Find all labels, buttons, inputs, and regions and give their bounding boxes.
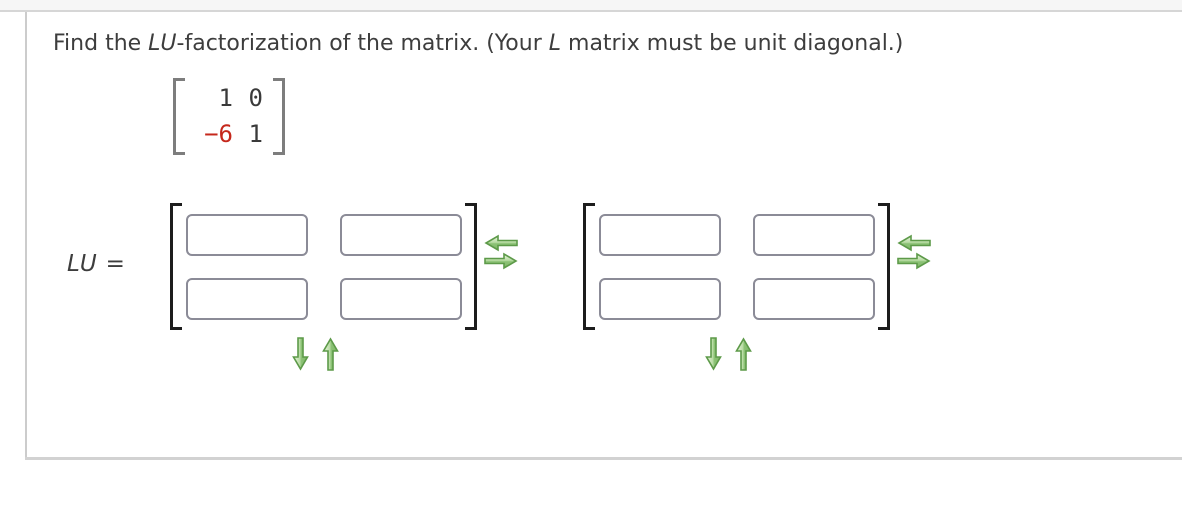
left-bracket bbox=[173, 78, 185, 155]
remove-row-button[interactable] bbox=[735, 337, 752, 371]
left-arrow-icon bbox=[484, 234, 518, 252]
statement-l-italic: L bbox=[548, 31, 562, 56]
right-bracket bbox=[878, 203, 890, 330]
answer-lhs-label: LU = bbox=[67, 251, 125, 277]
matrix-cell-input-r2c2[interactable] bbox=[340, 278, 462, 320]
top-strip bbox=[0, 0, 1182, 10]
matrix-cell-input-r2c2[interactable] bbox=[753, 278, 875, 320]
matrix-cell-input-r2c1[interactable] bbox=[186, 278, 308, 320]
given-matrix-entries: 1 0 −6 1 bbox=[189, 80, 263, 152]
matrix-entry: 1 bbox=[248, 120, 263, 148]
matrix-cell-input-r2c1[interactable] bbox=[599, 278, 721, 320]
down-arrow-icon bbox=[705, 337, 722, 371]
statement-text: -factorization of the matrix. (Your bbox=[176, 31, 549, 56]
remove-column-button[interactable] bbox=[897, 234, 933, 252]
equals-sign: = bbox=[105, 251, 125, 277]
right-bracket bbox=[273, 78, 285, 155]
up-arrow-icon bbox=[735, 337, 752, 371]
remove-column-button[interactable] bbox=[484, 234, 520, 252]
answer-matrix-2 bbox=[583, 203, 931, 375]
matrix-cell-input-r1c1[interactable] bbox=[186, 214, 308, 256]
answer-matrix-1 bbox=[170, 203, 518, 375]
matrix-entry: 0 bbox=[248, 84, 263, 112]
up-arrow-icon bbox=[322, 337, 339, 371]
left-arrow-icon bbox=[897, 234, 931, 252]
matrix-entry: 1 bbox=[218, 84, 233, 112]
matrix-entry-negative: −6 bbox=[204, 120, 233, 148]
add-row-button[interactable] bbox=[292, 337, 309, 371]
statement-lu-italic: LU bbox=[148, 31, 177, 56]
matrix-cell-input-r1c1[interactable] bbox=[599, 214, 721, 256]
add-column-button[interactable] bbox=[484, 252, 520, 270]
top-divider bbox=[0, 10, 1182, 12]
left-bracket bbox=[170, 203, 182, 330]
right-arrow-icon bbox=[484, 252, 518, 270]
given-matrix: 1 0 −6 1 bbox=[173, 78, 285, 155]
matrix-cell-input-r1c2[interactable] bbox=[340, 214, 462, 256]
left-bracket bbox=[583, 203, 595, 330]
down-arrow-icon bbox=[292, 337, 309, 371]
right-arrow-icon bbox=[897, 252, 931, 270]
statement-text: matrix must be unit diagonal.) bbox=[561, 31, 904, 56]
statement-text: Find the bbox=[53, 31, 149, 56]
lu-label: LU bbox=[67, 251, 97, 277]
right-bracket bbox=[465, 203, 477, 330]
matrix-cell-input-r1c2[interactable] bbox=[753, 214, 875, 256]
problem-statement: Find the LU-factorization of the matrix.… bbox=[53, 30, 903, 58]
add-row-button[interactable] bbox=[705, 337, 722, 371]
panel-bottom-border bbox=[25, 457, 1182, 460]
panel-left-border bbox=[25, 12, 27, 458]
add-column-button[interactable] bbox=[897, 252, 933, 270]
remove-row-button[interactable] bbox=[322, 337, 339, 371]
